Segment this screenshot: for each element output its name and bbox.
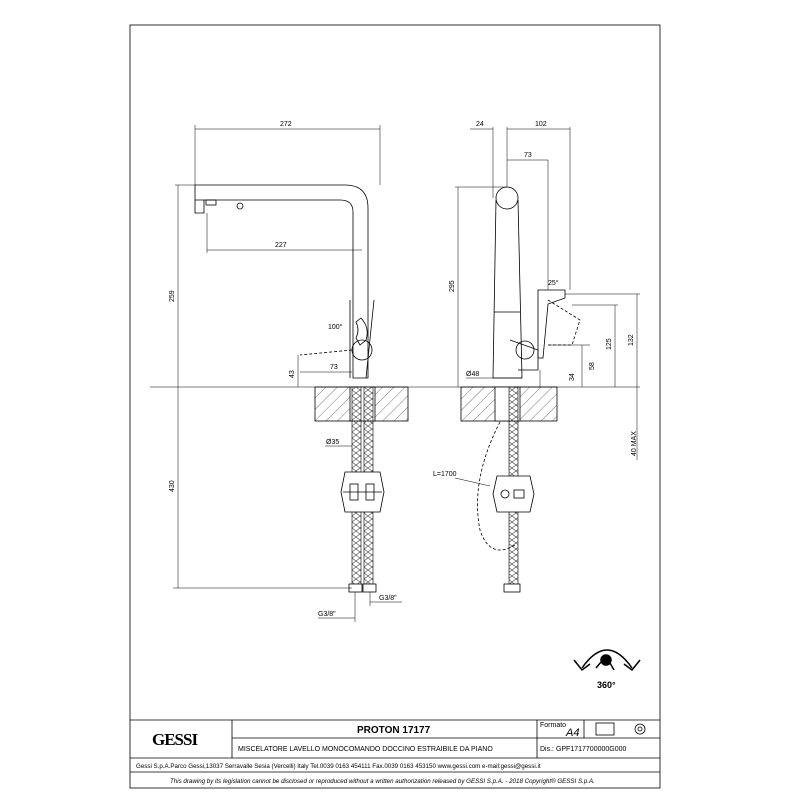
side-view [454, 127, 640, 593]
gessi-logo: GESSI [152, 730, 198, 749]
company-address: Gessi S.p.A.Parco Gessi,13037 Serravalle… [136, 763, 541, 770]
dim-g38-right: G3/8" [379, 595, 397, 602]
side-weight [492, 475, 535, 513]
hose-length-label: L=1700 [433, 471, 457, 478]
product-title: PROTON 17177 [357, 725, 431, 736]
dim-diameter-35: Ø35 [326, 439, 339, 446]
dim-43: 43 [289, 370, 296, 378]
side-spout-head [495, 186, 519, 210]
product-description: MISCELATORE LAVELLO MONOCOMANDO DOCCINO … [238, 746, 493, 753]
side-faucet-body [492, 199, 523, 379]
front-view [150, 125, 640, 622]
rotation-360-icon [573, 649, 641, 672]
dim-102: 102 [535, 121, 547, 128]
dim-24: 24 [476, 121, 484, 128]
sheet-border [129, 24, 661, 789]
dim-diameter-48: Ø48 [466, 371, 479, 378]
dim-132: 132 [628, 334, 635, 346]
dim-227: 227 [275, 242, 287, 249]
front-faucet-body [194, 184, 369, 379]
rotation-360-label: 360° [597, 680, 616, 690]
drawing-number: Dis.: GPF1717700000G000 [540, 746, 626, 753]
copyright-notice: This drawing by its legislation cannot b… [170, 778, 595, 785]
side-hose-loop [477, 421, 516, 551]
dim-73-side: 73 [524, 152, 532, 159]
title-block [130, 719, 660, 773]
dim-25-degree: 25° [548, 279, 559, 287]
dim-34: 34 [569, 373, 576, 381]
dim-430: 430 [169, 480, 176, 492]
side-lever [537, 289, 566, 359]
dim-g38-left: G3/8" [318, 611, 336, 618]
dim-100-degree: 100° [328, 323, 343, 331]
dim-73-front: 73 [330, 364, 338, 371]
dim-125: 125 [606, 338, 613, 350]
front-lever [355, 317, 368, 346]
dim-272: 272 [280, 121, 292, 128]
formato-value: A4 [565, 727, 579, 739]
formato-label: Formato [540, 722, 566, 729]
dim-40-max: 40 MAX [631, 431, 638, 456]
dim-58: 58 [589, 362, 596, 370]
dim-259: 259 [169, 290, 176, 302]
dim-295: 295 [449, 280, 456, 292]
